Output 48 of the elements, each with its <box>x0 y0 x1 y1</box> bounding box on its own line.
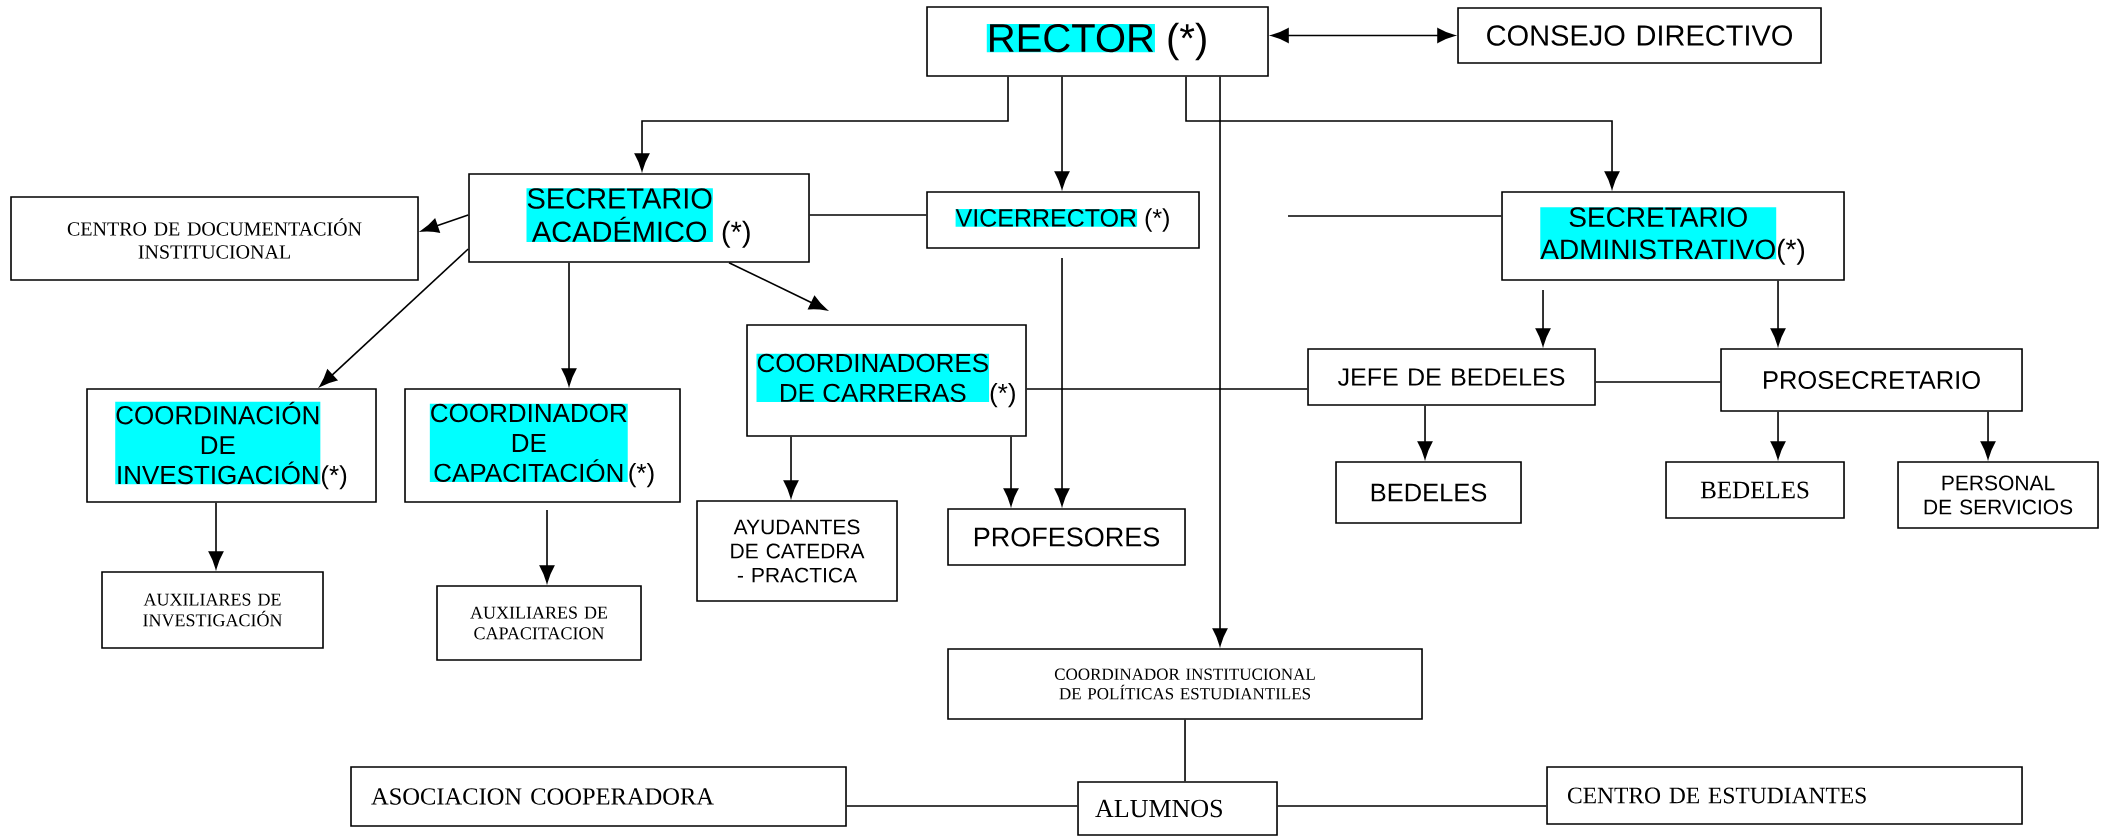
position-box: COORDINADORES DE CARRERAS (*) <box>746 324 1027 437</box>
position-box: RECTOR (*) <box>926 6 1269 77</box>
connector-line <box>1595 381 1721 383</box>
position-box: AUXILIARES DE CAPACITACION <box>436 585 642 661</box>
arrow <box>1003 436 1019 506</box>
position-box: COORDINADOR INSTITUCIONAL DE POLÍTICAS ESTUDIANTILES <box>947 648 1423 720</box>
connector-line <box>1184 719 1186 782</box>
arrow <box>539 509 555 583</box>
position-box: CENTRO DE ESTUDIANTES <box>1546 766 2023 825</box>
arrow <box>783 436 799 498</box>
position-box: PROFESORES <box>947 508 1186 566</box>
connector-line <box>1287 215 1502 217</box>
position-box: SECRETARIO ADMINISTRATIVO(*) <box>1501 191 1845 281</box>
position-box: AUXILIARES DE INVESTIGACIÓN <box>101 571 324 649</box>
connector-line <box>1026 388 1308 390</box>
position-box: BEDELES <box>1665 461 1845 519</box>
position-box: BEDELES <box>1335 461 1522 524</box>
arrow <box>1770 280 1786 346</box>
arrow <box>634 76 1009 171</box>
position-box: AYUDANTES DE CATEDRA - PRACTICA <box>696 500 898 602</box>
arrow <box>728 262 827 311</box>
position-box: SECRETARIO ACADÉMICO (*) <box>468 173 810 263</box>
double-arrow <box>1271 28 1455 43</box>
arrow <box>1054 76 1070 189</box>
arrow <box>319 248 469 387</box>
position-box: ASOCIACION COOPERADORA <box>350 766 847 827</box>
arrow <box>420 214 469 233</box>
connector-line <box>809 214 927 216</box>
position-box: COORDINADOR DE CAPACITACIÓN (*) <box>404 388 681 503</box>
connector-line <box>846 805 1078 807</box>
arrow <box>1980 411 1996 459</box>
arrow <box>561 262 577 386</box>
position-box: ALUMNOS <box>1077 781 1278 836</box>
arrow <box>208 502 224 569</box>
connector-line <box>1277 805 1547 807</box>
position-box: CENTRO DE DOCUMENTACIÓN INSTITUCIONAL <box>10 196 419 281</box>
position-box: PROSECRETARIO <box>1720 348 2023 412</box>
arrow <box>1054 257 1070 506</box>
arrow <box>1535 289 1551 346</box>
arrow <box>1417 405 1433 459</box>
arrow <box>1770 411 1786 459</box>
arrow <box>1212 76 1228 646</box>
position-box: PERSONAL DE SERVICIOS <box>1897 461 2099 529</box>
position-box: CONSEJO DIRECTIVO <box>1457 7 1822 64</box>
position-box: COORDINACIÓN DE INVESTIGACIÓN (*) <box>86 388 377 503</box>
position-box: VICERRECTOR (*) <box>926 191 1200 249</box>
position-box: JEFE DE BEDELES <box>1307 348 1596 406</box>
arrow <box>1185 76 1620 189</box>
